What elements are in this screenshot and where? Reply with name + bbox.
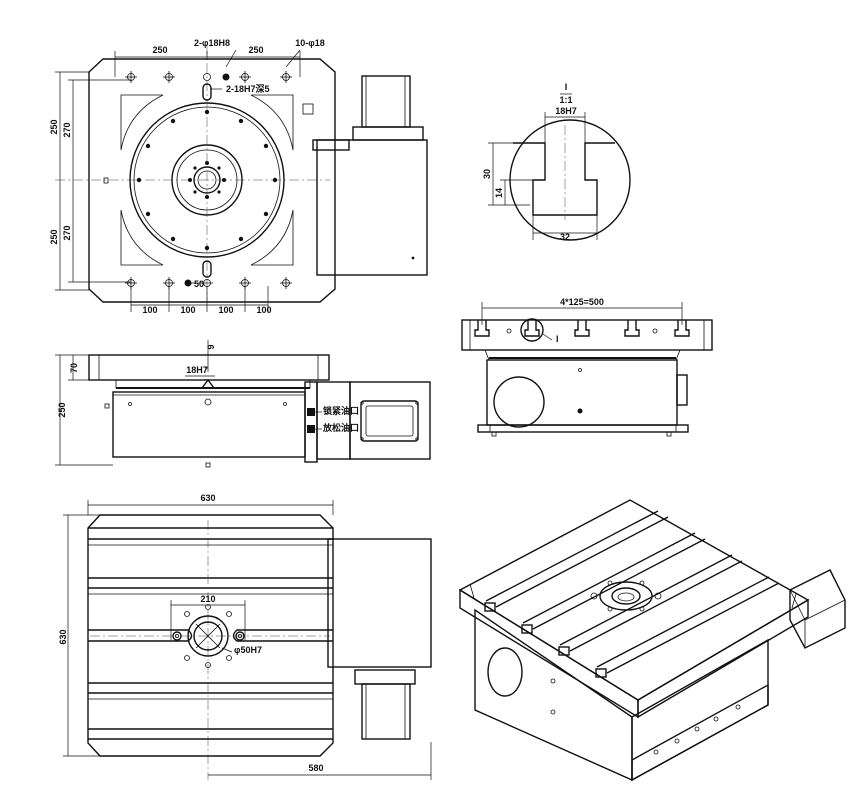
label-port-lower: 放松油口 bbox=[322, 422, 359, 433]
detail-dim-14: 14 bbox=[494, 188, 504, 198]
dim-bottom-100-4: 100 bbox=[256, 305, 271, 315]
side-marker bbox=[103, 177, 109, 184]
front-view: I 4*125=500 bbox=[461, 297, 713, 437]
iso-base-foot bbox=[631, 683, 769, 782]
dim-bottom-100-2: 100 bbox=[180, 305, 195, 315]
side-base bbox=[112, 391, 306, 458]
iso-base-right bbox=[631, 638, 769, 782]
dim-left-270-bottom: 270 bbox=[62, 225, 72, 240]
front-cover-circle bbox=[493, 376, 545, 428]
side-dim-70: 70 bbox=[69, 363, 79, 373]
plan-bore bbox=[193, 621, 223, 651]
front-detail-callout-circle bbox=[520, 318, 544, 342]
label-hole-10-18: 10-φ18 bbox=[295, 38, 324, 48]
plan-drive-housing bbox=[327, 538, 432, 668]
plan-dim-630-left: 630 bbox=[58, 629, 68, 644]
t-slot-profile bbox=[513, 142, 615, 216]
slot-bottom bbox=[202, 260, 212, 278]
side-center-hole bbox=[204, 398, 212, 406]
plan-view: 630 630 210 φ50H7 580 bbox=[58, 493, 432, 780]
label-port-upper: 锁紧油口 bbox=[323, 405, 359, 416]
dim-top-250-left: 250 bbox=[152, 45, 167, 55]
plan-dim-210: 210 bbox=[200, 594, 215, 604]
front-t-slots bbox=[474, 320, 690, 337]
detail-dim-30: 30 bbox=[482, 169, 492, 179]
iso-t-slots bbox=[484, 510, 780, 678]
plan-hub bbox=[187, 615, 229, 657]
motor-body bbox=[361, 75, 411, 128]
side-port-block bbox=[316, 381, 351, 460]
top-corner-pocket-tl bbox=[120, 94, 164, 151]
isometric-view bbox=[458, 499, 846, 782]
plan-bolt-holes bbox=[172, 604, 245, 668]
plan-dim-50h7: φ50H7 bbox=[234, 645, 262, 655]
plan-t-slot-lines bbox=[88, 527, 333, 740]
dim-bottom-50: 50 bbox=[194, 279, 204, 289]
side-view: 9 18H7 70 250 锁紧油口 放松油口 bbox=[55, 340, 431, 468]
dim-bottom-100-3: 100 bbox=[218, 305, 233, 315]
top-corner-pocket-br bbox=[250, 209, 294, 266]
side-window-outer bbox=[360, 400, 419, 442]
iso-bore bbox=[611, 587, 641, 605]
plan-dim-630-top: 630 bbox=[200, 493, 215, 503]
plan-motor-body bbox=[361, 683, 411, 740]
top-corner-pocket-bl bbox=[120, 209, 164, 266]
dim-left-270-top: 270 bbox=[62, 122, 72, 137]
plan-outline bbox=[87, 514, 334, 757]
dim-left-250-top: 250 bbox=[49, 119, 59, 134]
detail-fraction-bottom: 1:1 bbox=[559, 95, 572, 105]
top-view-outline bbox=[88, 58, 336, 303]
front-dim-4x125: 4*125=500 bbox=[560, 297, 604, 307]
detail-dim-32: 32 bbox=[560, 232, 570, 242]
bolt-circle-holes bbox=[136, 109, 278, 251]
motor-flange bbox=[352, 126, 424, 141]
iso-hub bbox=[599, 581, 653, 611]
iso-cover-circle bbox=[487, 647, 523, 697]
front-base bbox=[486, 359, 678, 426]
side-window-inner bbox=[365, 405, 414, 437]
dim-left-250-bottom: 250 bbox=[49, 229, 59, 244]
detail-fraction-top: I bbox=[565, 82, 568, 92]
side-dim-9: 9 bbox=[206, 344, 216, 349]
iso-motor bbox=[789, 569, 846, 649]
detail-dim-18h7: 18H7 bbox=[555, 106, 577, 116]
housing-connector bbox=[312, 139, 350, 151]
dim-bottom-100-1: 100 bbox=[142, 305, 157, 315]
front-callout-label: I bbox=[556, 334, 559, 344]
iso-table-top bbox=[458, 499, 810, 701]
dim-top-250-right: 250 bbox=[248, 45, 263, 55]
plan-dim-580: 580 bbox=[308, 763, 323, 773]
side-drive-housing bbox=[349, 381, 431, 460]
top-right-tab bbox=[302, 103, 314, 115]
drive-housing bbox=[316, 139, 428, 276]
plan-slot-right bbox=[232, 629, 333, 642]
front-side-cap bbox=[676, 374, 688, 406]
iso-table-right-face bbox=[637, 598, 809, 719]
top-view: 250 250 2-φ18H8 10-φ18 2-18H7深5 250 270 … bbox=[49, 38, 428, 315]
top-view-dimensions bbox=[55, 49, 301, 312]
slot-top bbox=[202, 83, 212, 101]
label-hole-2-18h8: 2-φ18H8 bbox=[194, 38, 230, 48]
iso-foot-holes bbox=[653, 704, 741, 755]
front-foot bbox=[477, 424, 689, 433]
detail-view-i: I 1:1 18H7 30 14 32 bbox=[482, 82, 631, 242]
top-corner-pocket-tr bbox=[250, 94, 294, 151]
side-coupling bbox=[304, 381, 318, 463]
side-dim-18h7: 18H7 bbox=[186, 365, 208, 375]
side-dim-250: 250 bbox=[57, 402, 67, 417]
plan-motor-flange bbox=[354, 669, 416, 685]
label-slot-2-18h7: 2-18H7深5 bbox=[226, 83, 270, 94]
